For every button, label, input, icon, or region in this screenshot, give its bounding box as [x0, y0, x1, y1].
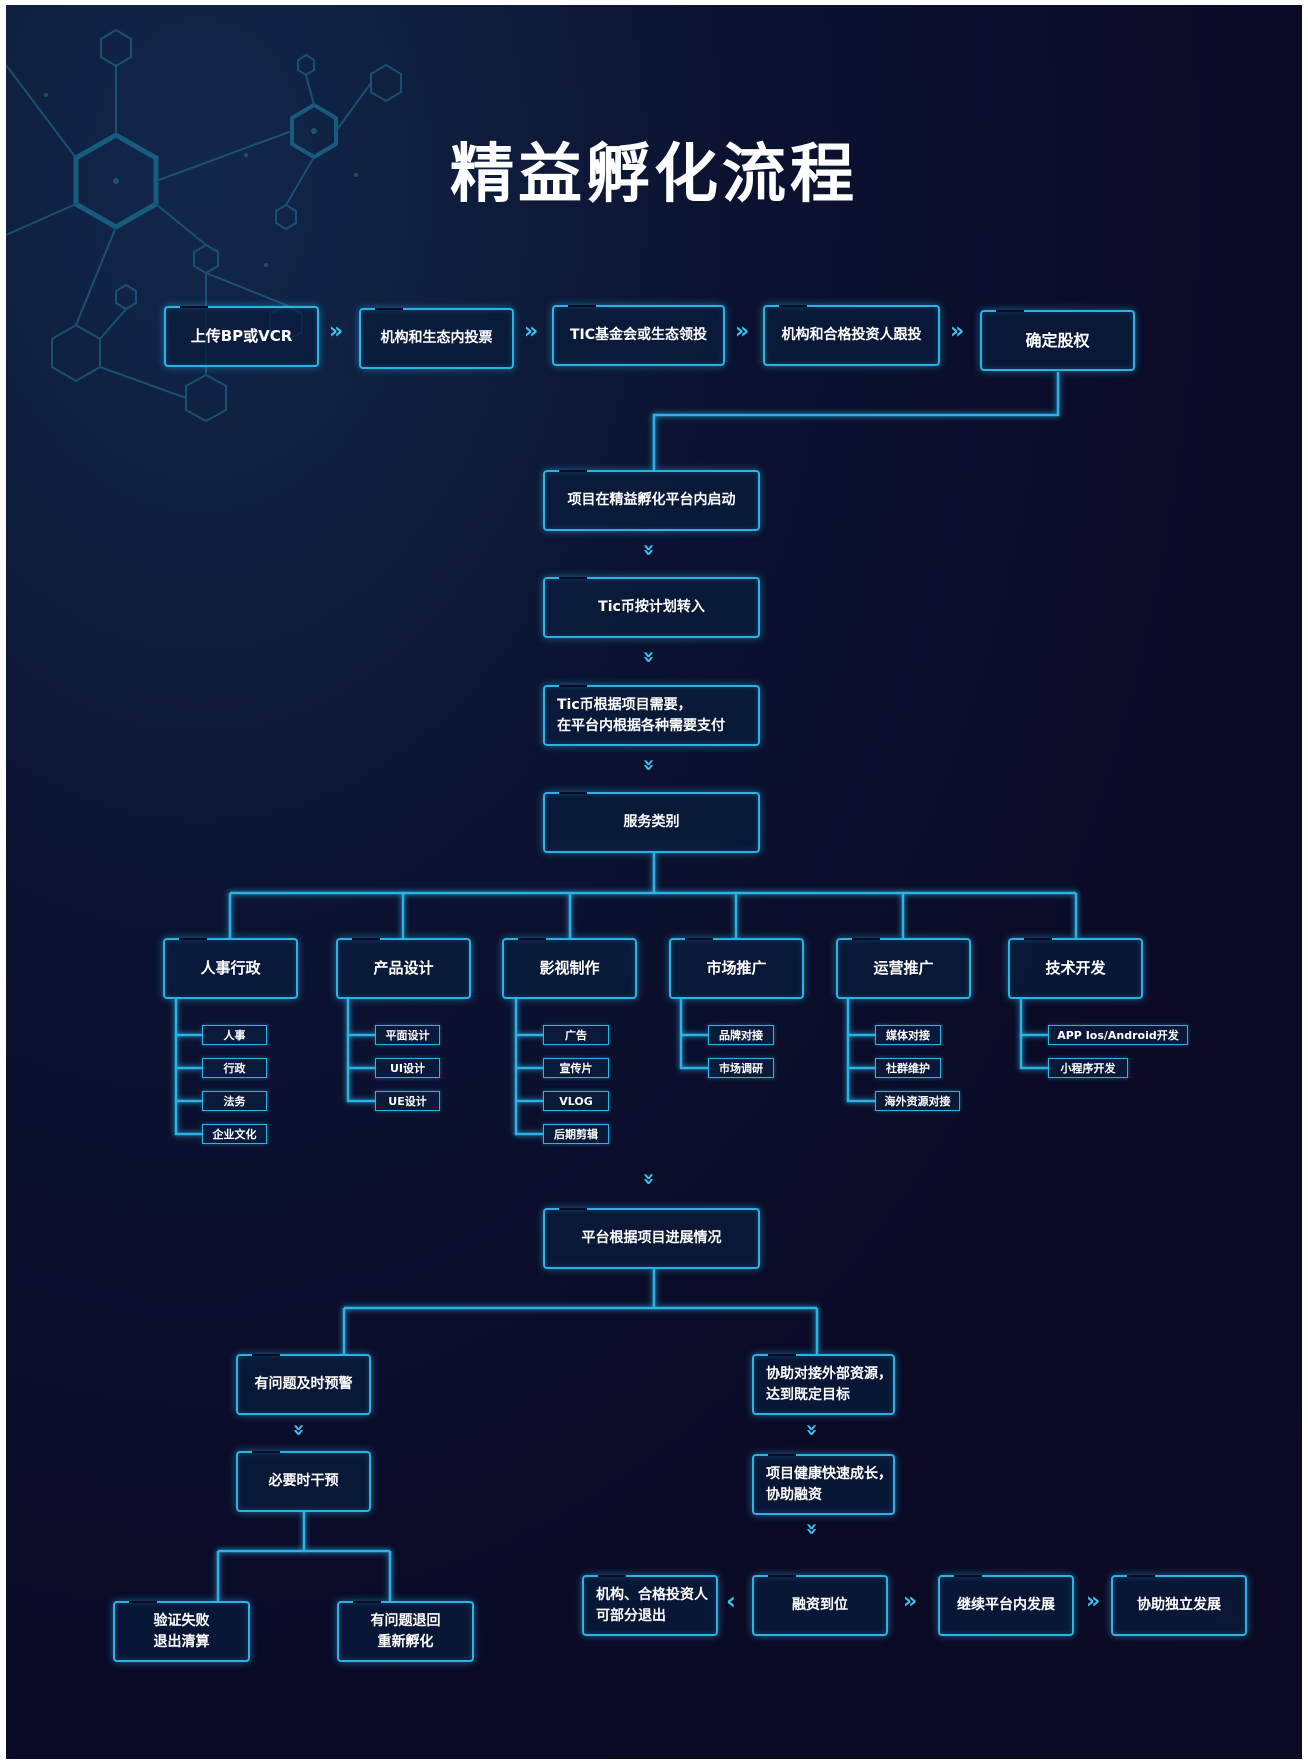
double-chevron-right-icon: » [1086, 1589, 1101, 1614]
flow-step-tic-payment: Tic币根据项目需要， 在平台内根据各种需要支付 [543, 685, 760, 746]
double-chevron-down-icon: » [637, 650, 662, 664]
validation-failed: 验证失败 退出清算 [113, 1601, 250, 1662]
service-item: 法务 [202, 1091, 267, 1111]
partial-exit: 机构、合格投资人 可部分退出 [582, 1575, 718, 1636]
flow-step-equity: 确定股权 [980, 310, 1135, 371]
page-title: 精益孵化流程 [450, 138, 858, 212]
flow-step-launch: 项目在精益孵化平台内启动 [543, 470, 760, 531]
double-chevron-down-icon: » [637, 1172, 662, 1186]
chevron-left-icon: ‹ [726, 1587, 736, 1615]
double-chevron-down-icon: » [287, 1423, 312, 1437]
independent-development: 协助独立发展 [1111, 1575, 1247, 1636]
service-item: 人事 [202, 1025, 267, 1045]
category-product-design: 产品设计 [336, 938, 471, 999]
category-tech-dev: 技术开发 [1008, 938, 1143, 999]
double-chevron-right-icon: » [329, 319, 344, 344]
intervention: 必要时干预 [236, 1451, 371, 1512]
double-chevron-down-icon: » [637, 758, 662, 772]
service-item: VLOG [543, 1091, 609, 1111]
service-item: 品牌对接 [708, 1025, 774, 1045]
service-category-root: 服务类别 [543, 792, 760, 853]
category-operations: 运营推广 [836, 938, 971, 999]
service-item: UI设计 [375, 1058, 440, 1078]
external-resources: 协助对接外部资源， 达到既定目标 [752, 1354, 895, 1415]
category-hr-admin: 人事行政 [163, 938, 298, 999]
double-chevron-down-icon: » [800, 1522, 825, 1536]
category-marketing: 市场推广 [669, 938, 804, 999]
double-chevron-right-icon: » [735, 319, 750, 344]
service-item: 平面设计 [375, 1025, 440, 1045]
healthy-growth: 项目健康快速成长， 协助融资 [752, 1454, 895, 1515]
service-item: 海外资源对接 [875, 1091, 960, 1111]
poster: 精益孵化流程 [6, 5, 1302, 1759]
service-item: 宣传片 [543, 1058, 609, 1078]
double-chevron-down-icon: » [637, 543, 662, 557]
early-warning: 有问题及时预警 [236, 1354, 371, 1415]
flow-step-upload-bp: 上传BP或VCR [164, 306, 319, 367]
service-item: 媒体对接 [875, 1025, 941, 1045]
flow-step-follow-invest: 机构和合格投资人跟投 [763, 305, 940, 366]
double-chevron-right-icon: » [903, 1589, 918, 1614]
connector-lines [174, 372, 1078, 1601]
service-item: APP Ios/Android开发 [1048, 1025, 1188, 1045]
service-item: 市场调研 [708, 1058, 774, 1078]
funding-secured: 融资到位 [752, 1575, 888, 1636]
category-video-production: 影视制作 [502, 938, 637, 999]
flow-step-tic-transfer: Tic币按计划转入 [543, 577, 760, 638]
service-item: UE设计 [375, 1091, 440, 1111]
re-incubate: 有问题退回 重新孵化 [337, 1601, 474, 1662]
double-chevron-right-icon: » [524, 319, 539, 344]
continue-development: 继续平台内发展 [938, 1575, 1074, 1636]
progress-evaluation: 平台根据项目进展情况 [543, 1208, 760, 1269]
flow-step-vote: 机构和生态内投票 [359, 308, 514, 369]
double-chevron-down-icon: » [800, 1423, 825, 1437]
flow-step-lead-invest: TIC基金会或生态领投 [552, 305, 725, 366]
service-item: 企业文化 [202, 1124, 267, 1144]
double-chevron-right-icon: » [950, 319, 965, 344]
service-item: 行政 [202, 1058, 267, 1078]
service-item: 小程序开发 [1048, 1058, 1128, 1078]
service-item: 广告 [543, 1025, 609, 1045]
service-item: 社群维护 [875, 1058, 941, 1078]
service-item: 后期剪辑 [543, 1124, 609, 1144]
